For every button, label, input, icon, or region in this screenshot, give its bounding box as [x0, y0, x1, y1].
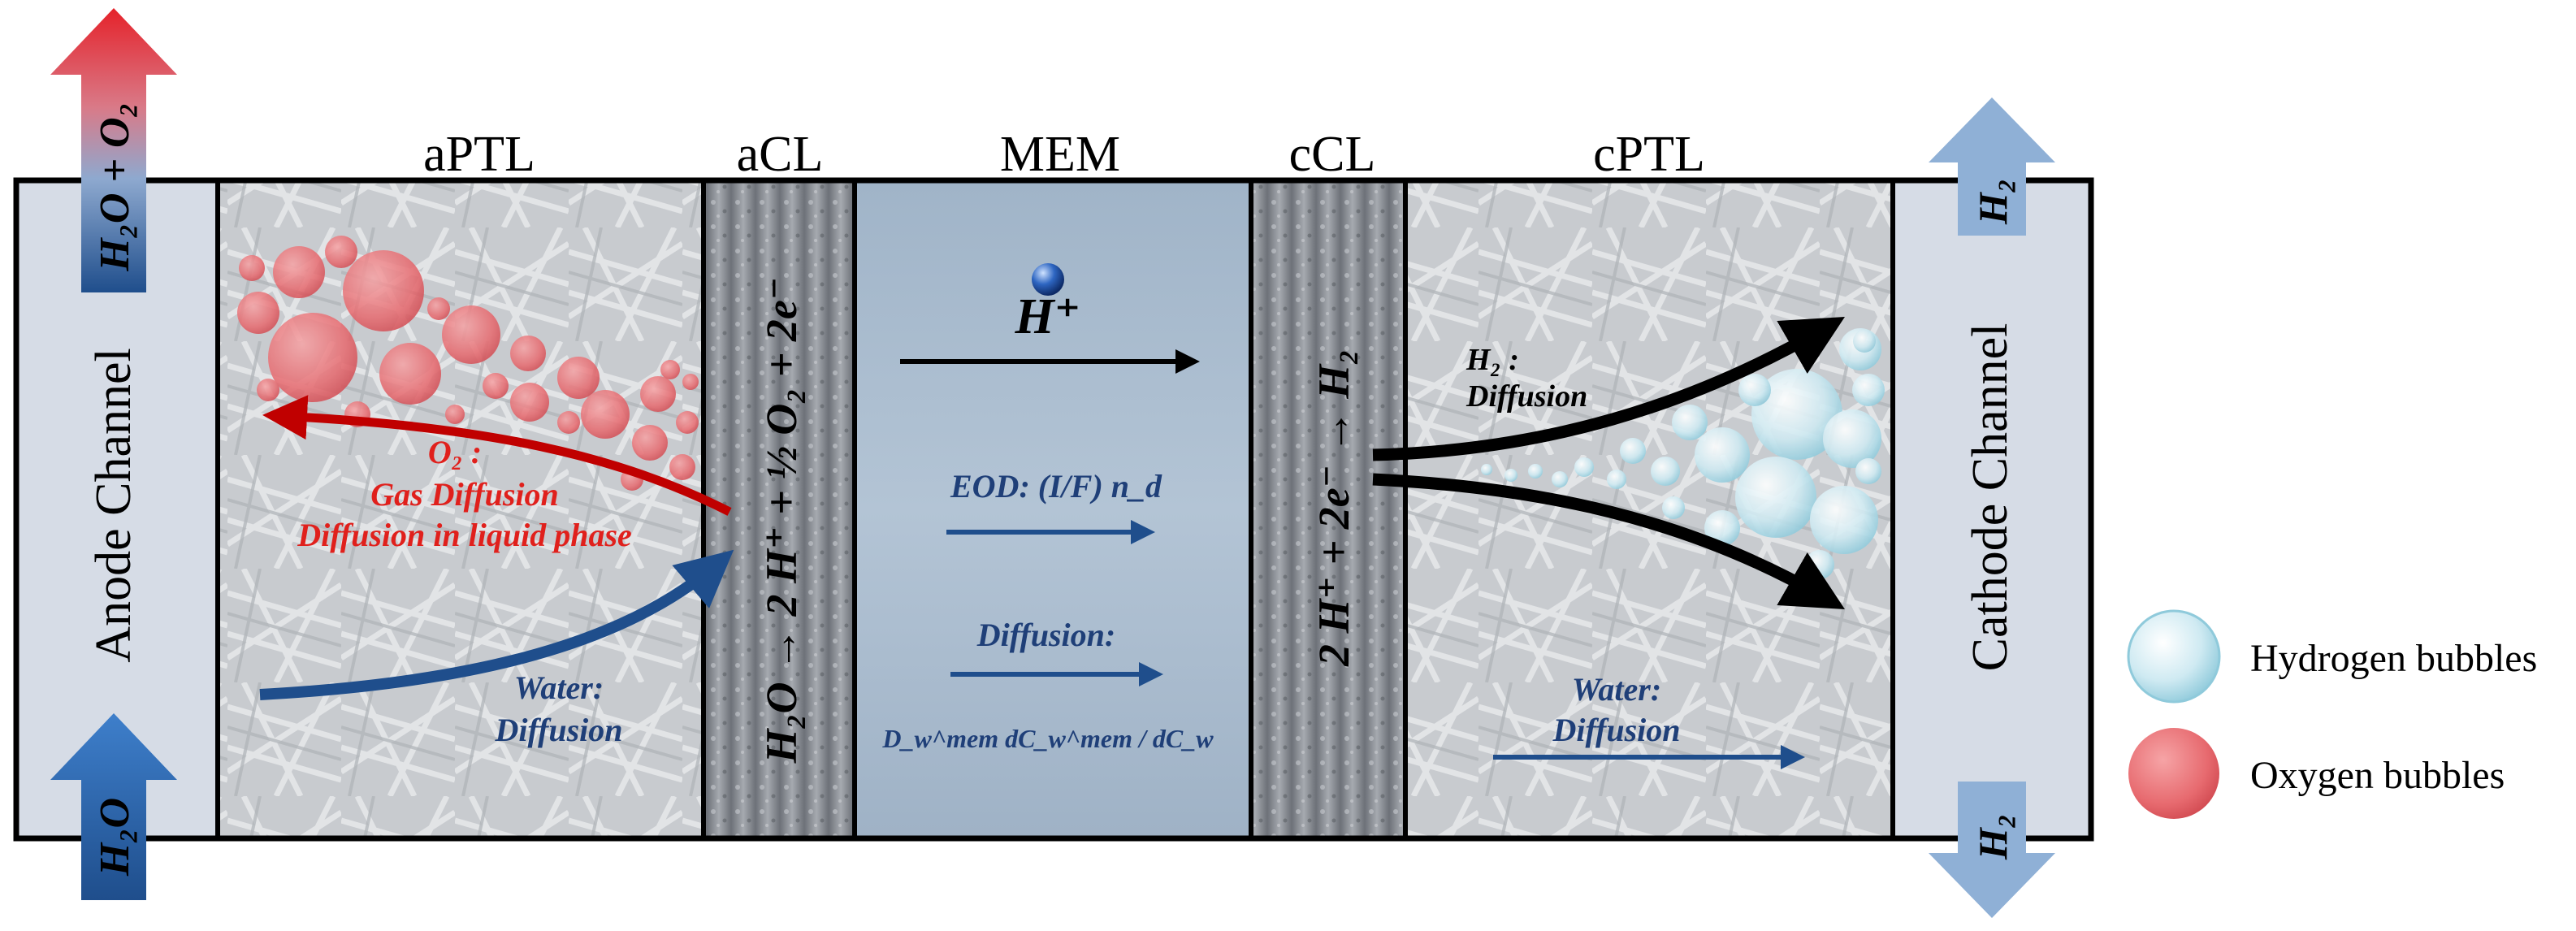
anode-inlet-arrow: H₂O [50, 713, 177, 900]
o2-title: O₂ : [428, 434, 482, 470]
water-anode-arrow [259, 549, 734, 700]
water-cathode-title: Water: [1572, 671, 1661, 708]
cathode-channel [1893, 180, 2091, 838]
cathode-reaction: 2 H⁺ + 2e⁻ → H₂ [1310, 349, 1358, 667]
anode-outlet-arrow: H₂O + O₂ [50, 8, 177, 292]
legend-hydrogen-swatch [2127, 609, 2221, 704]
layer-labels: aPTL aCL MEM cCL cPTL [423, 127, 1705, 182]
label-ccl: cCL [1289, 127, 1376, 182]
water-anode-title: Water: [514, 669, 604, 706]
h2-diffusion-arrow-up [1372, 317, 1846, 461]
anode-channel-label: Anode Channel [86, 348, 141, 662]
cathode-channel-label: Cathode Channel [1963, 323, 2018, 672]
mem-diffusion-formula: D_w^mem dC_w^mem / dC_w [881, 724, 1214, 753]
o2-annotation: O₂ : Gas Diffusion Diffusion in liquid p… [297, 434, 632, 553]
h2-diffusion-arrow-down [1372, 473, 1846, 609]
anode-inlet-label: H₂O [92, 798, 138, 877]
proton-sphere [1032, 263, 1064, 296]
mem-diffusion-title: Diffusion: [976, 617, 1115, 653]
cathode-top-label: H₂ [1970, 179, 2015, 225]
legend-oxygen-swatch [2128, 728, 2219, 819]
water-anode-annotation: Water: Diffusion [494, 669, 622, 748]
o2-diffusion-arrow [262, 395, 732, 516]
ccl-region [1251, 180, 1405, 838]
legend-hydrogen-label: Hydrogen bubbles [2250, 637, 2537, 680]
h2-title: H₂ : [1466, 343, 1519, 377]
eod-label: EOD: (I/F) n_d [950, 468, 1162, 504]
o2-gas-diffusion: Gas Diffusion [370, 476, 559, 513]
h2-annotation: H₂ : Diffusion [1466, 343, 1587, 414]
cathode-bottom-arrow: H₂ [1929, 782, 2055, 918]
label-cptl: cPTL [1593, 127, 1705, 182]
anode-outlet-label: H₂O + O₂ [92, 102, 138, 271]
legend: Hydrogen bubbles Oxygen bubbles [2127, 609, 2537, 819]
proton-label: H⁺ [1015, 289, 1081, 344]
legend-oxygen-label: Oxygen bubbles [2250, 754, 2505, 797]
cathode-top-arrow: H₂ [1929, 97, 2055, 236]
water-anode-mode: Diffusion [494, 712, 622, 748]
water-cathode-mode: Diffusion [1552, 712, 1680, 748]
label-acl: aCL [737, 127, 824, 182]
label-mem: MEM [1000, 127, 1120, 182]
h2-mode: Diffusion [1466, 379, 1587, 414]
cell-outline [13, 177, 2094, 842]
label-aptl: aPTL [423, 127, 535, 182]
anode-reaction: H₂O → 2 H⁺ + ½ O₂ + 2e⁻ [757, 277, 806, 764]
cathode-bottom-label: H₂ [1970, 814, 2015, 860]
o2-liquid-diffusion: Diffusion in liquid phase [297, 517, 632, 553]
water-cathode-annotation: Water: Diffusion [1552, 671, 1680, 748]
